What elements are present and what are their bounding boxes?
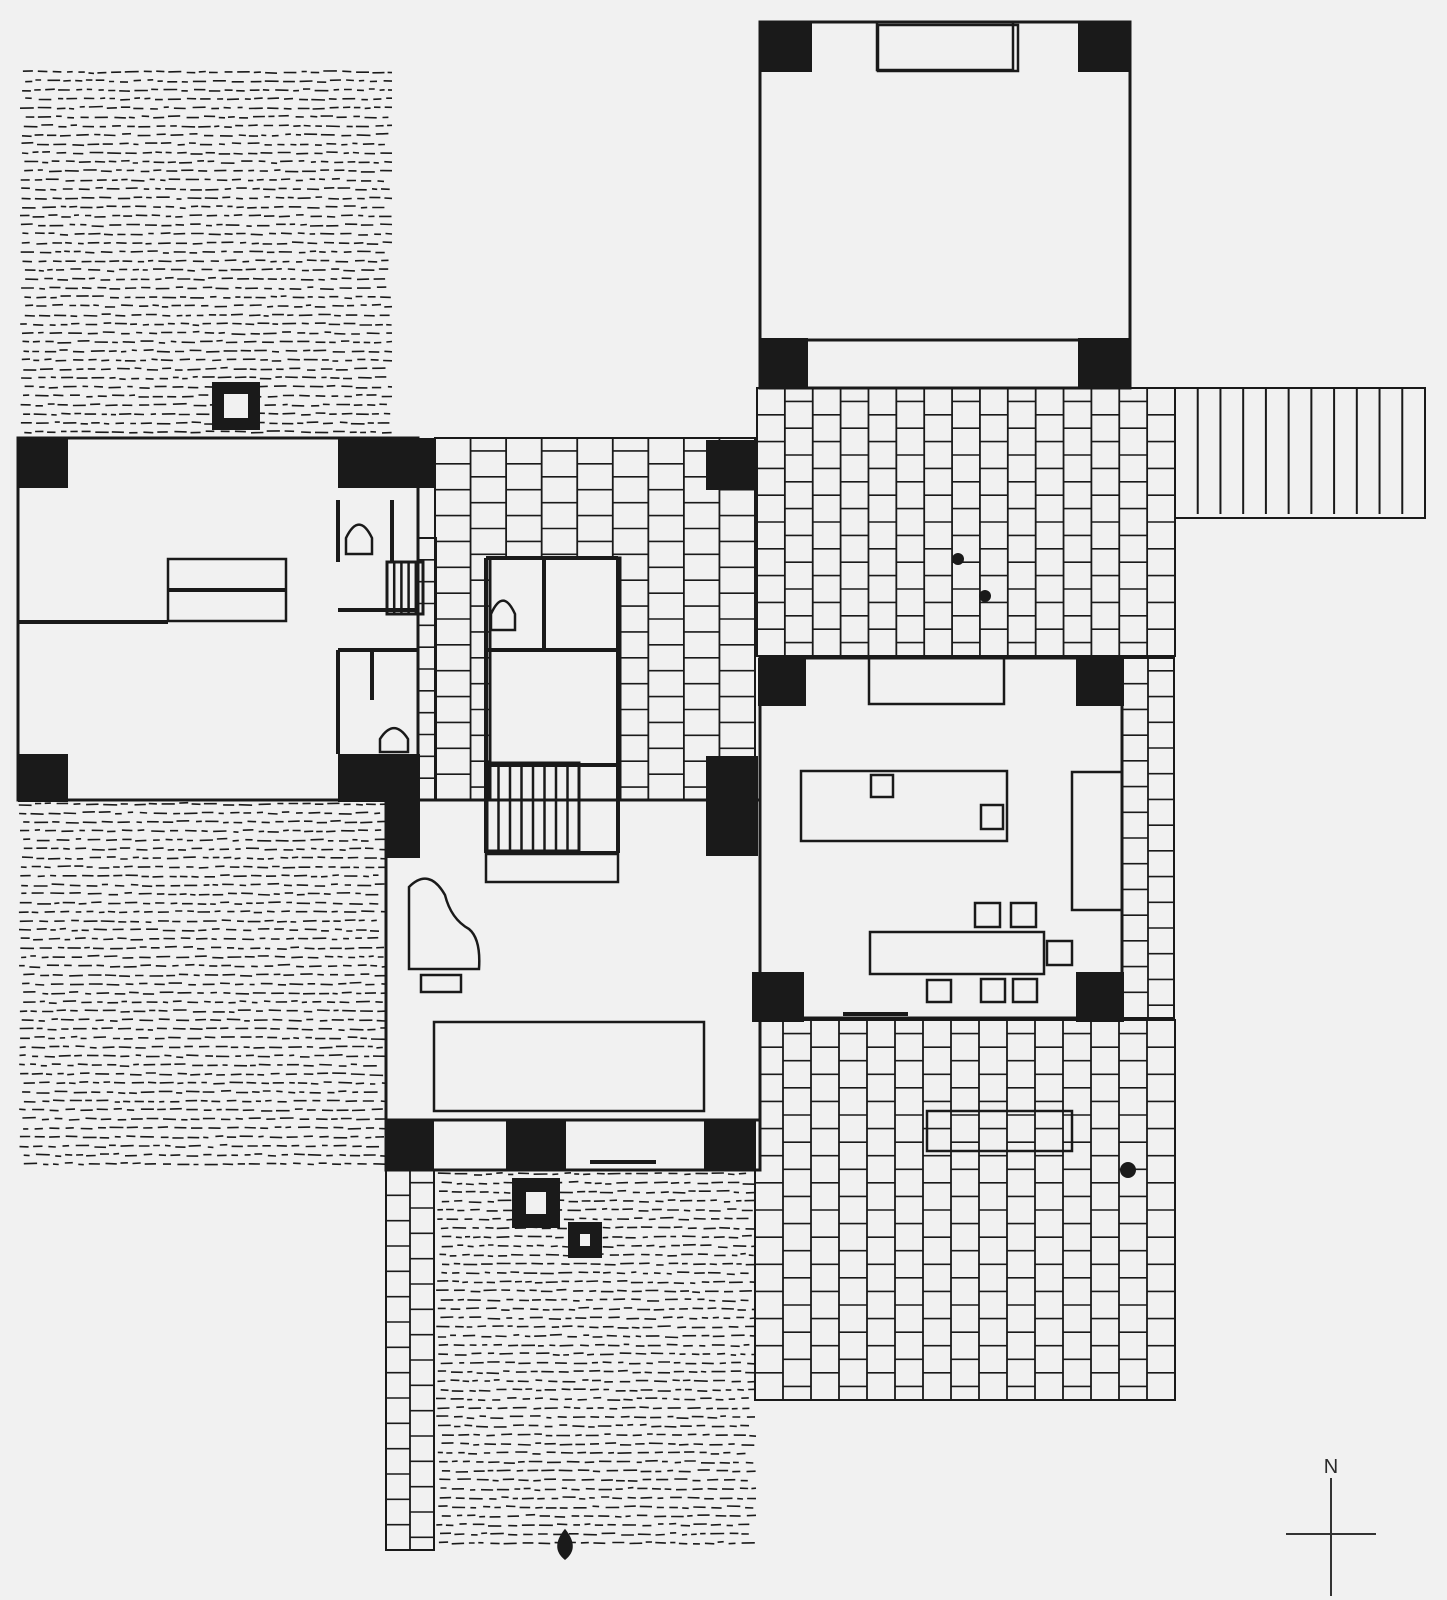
- column: [704, 1120, 756, 1170]
- dining-chair: [925, 978, 953, 1004]
- glass-door: [875, 20, 1015, 72]
- dining-chair: [1045, 939, 1074, 967]
- piano-icon: [407, 877, 481, 971]
- pier-void: [526, 1192, 546, 1214]
- core-toilet-icon: [489, 599, 517, 632]
- column: [386, 1120, 434, 1170]
- column: [760, 22, 812, 72]
- column: [760, 338, 808, 388]
- east-deck: [1174, 387, 1426, 519]
- kitchen-island: [799, 769, 1009, 843]
- island-hob: [869, 773, 895, 799]
- north-court: [756, 387, 1176, 657]
- pier-void: [580, 1234, 590, 1246]
- column: [18, 754, 68, 802]
- guest-walk: [417, 537, 437, 801]
- guest-toilet-icon: [344, 523, 374, 556]
- column: [758, 658, 806, 706]
- column: [1078, 338, 1130, 388]
- dining-chair: [1009, 901, 1038, 929]
- column: [1076, 658, 1124, 706]
- column: [506, 1120, 566, 1170]
- room-studio: [758, 20, 1132, 349]
- guest-stair: [385, 560, 425, 616]
- room-kitchen-dining: [758, 656, 1124, 1020]
- column: [706, 440, 758, 490]
- structural-columns: [18, 22, 1130, 1170]
- room-studio-porch: [758, 338, 1132, 390]
- dining-chair: [973, 901, 1002, 929]
- column: [1076, 972, 1124, 1022]
- column: [338, 438, 434, 488]
- dining-chair: [1011, 977, 1039, 1004]
- refrigerator-cabinet: [1070, 770, 1124, 912]
- tree-icon: [557, 1528, 573, 1560]
- column: [706, 756, 758, 856]
- north-arrow-icon: [1286, 1478, 1376, 1596]
- room-outlines: [16, 20, 1132, 1172]
- court-tree-trunk-icon: [979, 590, 991, 602]
- nw-garden: [19, 70, 393, 434]
- guest-bath-toilet-icon: [378, 726, 410, 754]
- column: [1078, 22, 1130, 72]
- furniture-symbols: [166, 20, 1136, 1560]
- piano-bench: [419, 973, 463, 994]
- hollow-piers: [212, 382, 602, 1258]
- dining-chair: [979, 977, 1007, 1004]
- room-guest-wing: [16, 436, 420, 802]
- pier-void: [224, 394, 248, 418]
- hall-console: [484, 852, 620, 884]
- east-strip: [1121, 657, 1175, 1019]
- column: [752, 972, 804, 1022]
- west-walk: [385, 1169, 435, 1551]
- deck-slats: [1174, 387, 1426, 519]
- court-tree-trunk-icon: [1120, 1162, 1136, 1178]
- sofa-block: [432, 1020, 706, 1113]
- room-entry: [384, 1118, 762, 1172]
- core-stair: [485, 761, 581, 853]
- south-court-table: [925, 1109, 1074, 1153]
- north-arrow-label: N: [1323, 1456, 1339, 1478]
- column: [386, 780, 420, 858]
- kitchen-counter: [867, 656, 1006, 706]
- south-court: [754, 1019, 1176, 1401]
- island-sink: [979, 803, 1005, 831]
- court-tree-trunk-icon: [952, 553, 964, 565]
- column: [18, 438, 68, 488]
- sw-garden: [18, 801, 387, 1166]
- dining-table: [868, 930, 1046, 976]
